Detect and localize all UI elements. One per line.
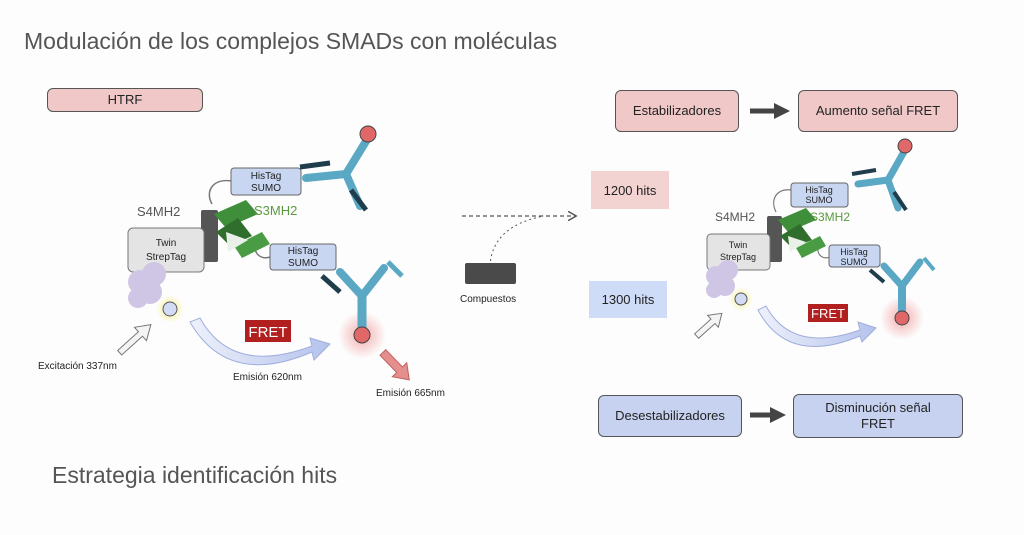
histag-bottom-right-line2: SUMO	[841, 257, 868, 267]
twin-streptag-box: Twin StrepTag	[127, 227, 205, 273]
s3mh2-label: S3MH2	[254, 203, 297, 218]
histag-top-right-line2: SUMO	[806, 195, 833, 205]
excitation-label: Excitación 337nm	[38, 361, 117, 372]
slide-subtitle: Estrategia identificación hits	[52, 462, 338, 488]
smad4-bar-right	[767, 216, 782, 262]
destabilizers-box: Desestabilizadores	[598, 395, 742, 437]
excitation-arrow	[116, 323, 152, 356]
twin-line1: Twin	[156, 238, 177, 249]
donor-circle-right	[734, 292, 748, 306]
antibody-top	[299, 125, 377, 212]
smad3-shapes-right	[778, 208, 826, 258]
donor-circle	[162, 301, 178, 317]
decrease-fret-line2: FRET	[861, 416, 895, 431]
decrease-fret-line1: Disminución señal	[825, 399, 931, 415]
histag-top-line2: SUMO	[251, 183, 281, 194]
histag-sumo-box-bottom-right: HisTag SUMO	[828, 244, 881, 268]
increase-fret-box: Aumento señal FRET	[798, 90, 958, 132]
compounds-label: Compuestos	[460, 294, 516, 305]
fret-badge-right	[808, 304, 848, 322]
linker-top-right	[773, 189, 793, 213]
hits-1300-box: 1300 hits	[589, 281, 667, 318]
twin-streptag-box-right: Twin StrepTag	[706, 233, 771, 271]
twin-right-line1: Twin	[729, 240, 748, 250]
fret-label: FRET	[248, 324, 287, 341]
twin-right-line2: StrepTag	[720, 252, 756, 262]
histag-sumo-box-top-right: HisTag SUMO	[790, 182, 849, 208]
emission-620-label: Emisión 620nm	[233, 372, 302, 383]
excitation-arrow-right	[693, 312, 723, 339]
htrf-label-box: HTRF	[47, 88, 203, 112]
htrf-label: HTRF	[107, 91, 143, 107]
histag-bottom-right-line1: HisTag	[840, 247, 868, 257]
smad4-bar	[201, 210, 218, 262]
histag-sumo-box-bottom: HisTag SUMO	[269, 243, 337, 271]
right-complex: HisTag SUMO Twin StrepTag HisTag SUMO S4…	[693, 138, 936, 347]
acceptor-circle-right	[894, 310, 910, 326]
stabilizers-label: Estabilizadores	[632, 102, 722, 118]
hits-1300-label: 1300 hits	[601, 292, 655, 307]
histag-sumo-box-top: HisTag SUMO	[230, 167, 302, 196]
twin-cloud-right	[706, 260, 738, 298]
emission-arc-arrow-right	[757, 305, 877, 347]
slide-title: Modulación de los complejos SMADs con mo…	[24, 28, 558, 54]
histag-top-right-line1: HisTag	[805, 185, 833, 195]
fret-label-right: FRET	[811, 306, 845, 321]
s3mh2-label-right: S3MH2	[810, 210, 850, 224]
emission-665-arrow	[379, 349, 410, 381]
hits-1200-box: 1200 hits	[591, 171, 669, 209]
destabilizers-arrow	[750, 407, 786, 423]
acceptor-circle	[353, 326, 371, 344]
stabilizers-box: Estabilizadores	[615, 90, 739, 132]
antibody-top-right	[851, 138, 913, 212]
s4mh2-label: S4MH2	[137, 204, 180, 219]
histag-top-line1: HisTag	[251, 171, 282, 182]
hits-1200-label: 1200 hits	[603, 182, 657, 198]
antibody-bottom-right	[868, 256, 936, 340]
twin-line2: StrepTag	[146, 252, 186, 263]
antibody-bottom	[320, 260, 404, 359]
histag-bottom-line1: HisTag	[288, 246, 319, 257]
emission-arc-arrow	[189, 317, 331, 366]
decrease-fret-box: Disminución señal FRET	[793, 394, 963, 438]
increase-fret-label: Aumento señal FRET	[815, 102, 941, 118]
fret-badge	[245, 320, 291, 342]
twin-cloud	[128, 262, 166, 308]
stabilizers-arrow	[750, 103, 790, 119]
linker-top	[208, 179, 233, 205]
s4mh2-label-right: S4MH2	[715, 210, 755, 224]
destabilizers-label: Desestabilizadores	[615, 407, 725, 423]
left-complex: HisTag SUMO Twin StrepTag HisTag SUMO S4…	[38, 125, 445, 399]
smad3-shapes	[214, 200, 270, 258]
histag-bottom-line2: SUMO	[288, 258, 318, 269]
compounds-block	[465, 263, 516, 284]
compounds-connector	[489, 215, 545, 267]
emission-665-label: Emisión 665nm	[376, 388, 445, 399]
